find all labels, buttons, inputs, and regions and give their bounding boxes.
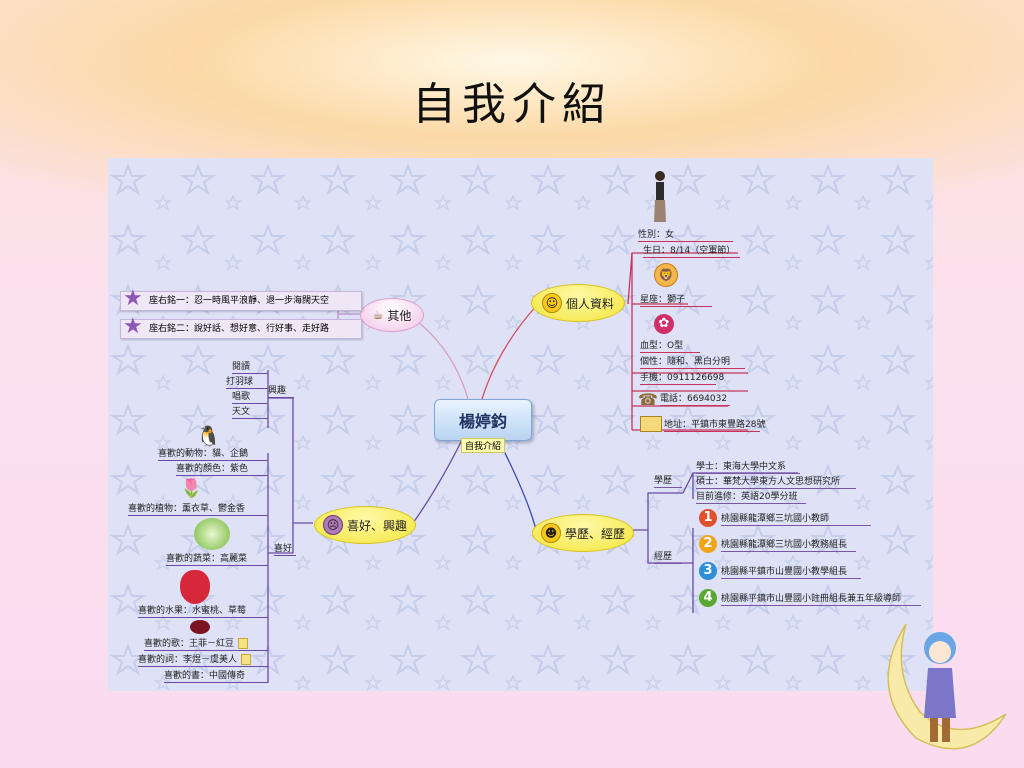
education-label: 學歷、經歷 [564,526,625,541]
like-song: 喜歡的歌：王菲－紅豆 [144,638,268,651]
personal-label: 個人資料 [565,296,614,311]
personal-zodiac: 星座：獅子 [640,294,712,307]
motto-1: ★ 座右銘一：忍一時風平浪靜、退一步海闊天空 [120,286,362,311]
cabbage-icon [194,518,230,550]
moon-girl-illustration [887,623,1007,750]
penguin-icon: 🐧 [196,424,221,448]
like-plant: 喜歡的植物：薰衣草、鬱金香 [128,503,268,516]
degree-master: 碩士：華梵大學東方人文思想研究所 [696,476,856,489]
personal-personality: 個性：隨和、黑白分明 [640,356,745,369]
interest-3: 唱歌 [232,391,268,404]
likes-label: 喜好 [274,543,296,556]
experience-item-3: 桃園縣平鎮市山豐國小教學組長 [721,566,861,579]
like-fruit: 喜歡的水果：水蜜桃、草莓 [138,605,268,618]
hobby-node[interactable]: ☹ 喜好、興趣 [314,506,416,544]
degree-label: 學歷 [654,475,682,488]
flower-icon: ✿ [654,314,674,334]
other-node[interactable]: ☕ 其他 [360,298,424,332]
like-book: 喜歡的書：中國傳奇 [164,670,268,683]
star-icon: ★ [123,286,143,311]
personal-gender: 性別：女 [638,229,733,242]
experience-badge-2: 2 [699,535,717,553]
interest-4: 天文 [232,406,268,419]
experience-item-4: 桃園縣平鎮市山豐國小註冊組長兼五年級導師 [721,593,921,606]
personal-node[interactable]: ☺ 個人資料 [531,284,625,322]
other-label: 其他 [387,308,412,323]
like-vegetable: 喜歡的蔬菜：高麗菜 [166,553,268,566]
experience-badge-4: 4 [699,589,717,607]
degree-bachelor: 學士：東海大學中文系 [696,461,800,474]
degree-current: 目前進修：英語20學分班 [696,491,806,504]
smile-face-icon: ☺ [541,293,562,313]
interest-1: 閱讀 [232,361,268,374]
mind-map: 楊婷鈞 自我介紹 ☺ 個人資料 性別：女 生日：8/14（空軍節） 🦁 星座：獅… [108,158,933,691]
tea-cup-icon: ☕ [372,308,384,322]
star-icon: ★ [123,314,143,339]
surprised-face-icon: ☹ [322,515,343,535]
personal-birthday: 生日：8/14（空軍節） [643,245,740,258]
note-icon [241,654,252,665]
strawberry-icon [180,570,210,604]
connector-lines [267,252,798,683]
experience-item-1: 桃園縣龍潭鄉三坑國小教師 [721,513,871,526]
like-poem: 喜歡的詞：李煜－虞美人 [138,654,268,667]
tulip-icon: 🌷 [180,478,203,499]
slide-title: 自我介紹 [412,79,612,130]
experience-item-2: 桃園縣龍潭鄉三坑國小教務組長 [721,539,856,552]
experience-badge-1: 1 [699,509,717,527]
hobby-label: 喜好、興趣 [346,518,407,533]
education-node[interactable]: ☻ 學歷、經歷 [532,514,634,552]
note-icon [238,638,249,649]
lion-icon: 🦁 [654,263,678,287]
interest-2: 打羽球 [226,376,268,389]
personal-phone: 電話：6694032 [660,393,730,406]
experience-badge-3: 3 [699,562,717,580]
red-bean-icon [190,620,210,634]
person-figure-icon [652,170,668,228]
personal-mobile: 手機：0911126698 [640,373,725,385]
telephone-icon: ☎ [638,390,658,409]
like-animal: 喜歡的動物：貓、企鵝 [158,448,268,461]
interest-label: 興趣 [268,385,294,398]
like-color: 喜歡的顏色：紫色 [176,463,268,476]
envelope-icon [640,416,662,432]
center-node[interactable]: 楊婷鈞 [434,399,532,441]
center-note: 自我介紹 [461,438,506,453]
personal-address: 地址：平鎮市東豐路28號 [664,420,766,432]
personal-blood: 血型：O型 [640,340,700,353]
laugh-face-icon: ☻ [540,523,561,543]
experience-label: 經歷 [654,551,682,564]
motto-2: ★ 座右銘二：說好話、想好意、行好事、走好路 [120,314,362,339]
